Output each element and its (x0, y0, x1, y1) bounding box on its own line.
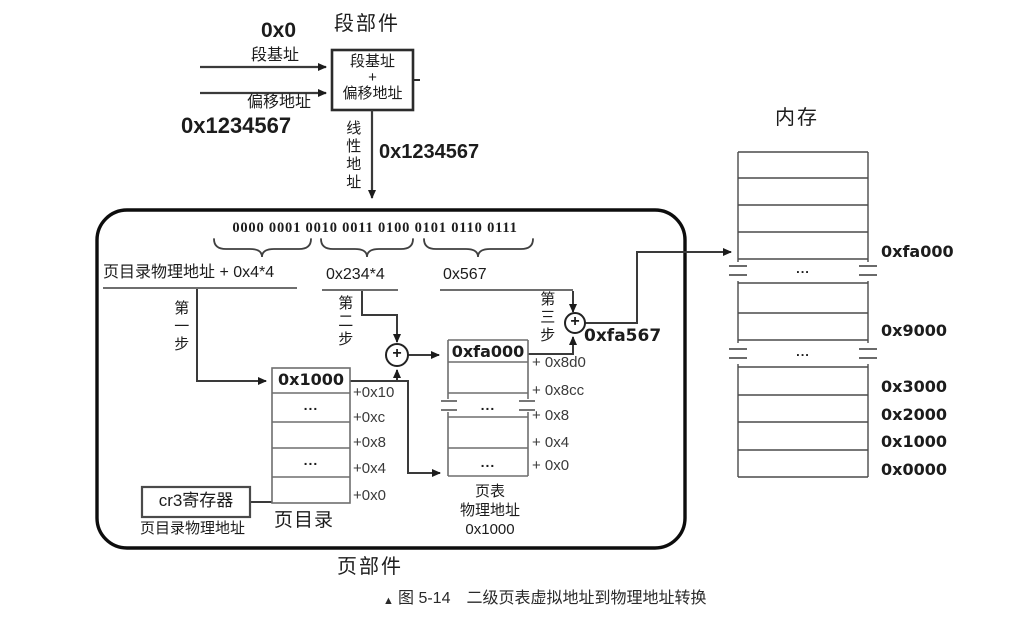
memory-ellipsis-1: ... (796, 261, 810, 276)
offset-value: 0x1234567 (181, 113, 292, 138)
page-table-offset-2: + 0x8 (532, 407, 570, 424)
page-directory-offset-2: +0x8 (353, 434, 386, 451)
page-directory-title: 页目录 (274, 510, 335, 531)
pde-to-page-table-base-line (350, 380, 441, 477)
segment-box-plus: + (368, 69, 377, 86)
segment-base-label: 段基址 (251, 47, 300, 64)
pte-to-adder3-line (528, 336, 577, 355)
segment-unit-box (330, 48, 420, 112)
page-table-caption-line1: 页表 (474, 483, 505, 500)
memory-address-0x1000: 0x1000 (881, 432, 947, 451)
memory-break-ticks (729, 265, 877, 359)
page-table-cell-0: 0xfa000 (451, 342, 525, 361)
cr3-directory-address-label: 页目录物理地址 (140, 520, 246, 537)
memory-grid (729, 151, 877, 478)
cr3-register-box (140, 485, 252, 519)
page-directory-grid (271, 367, 351, 504)
memory-address-0x2000: 0x2000 (881, 405, 947, 424)
adder2-plus-icon: + (392, 345, 402, 362)
segment-box-line3: 偏移地址 (342, 85, 403, 102)
memory-address-0x0000: 0x0000 (881, 460, 947, 479)
page-table-caption-line2: 物理地址 (459, 502, 520, 519)
group-label-table-entry: 0x234*4 (326, 266, 385, 283)
memory-address-0xfa000: 0xfa000 (881, 242, 954, 261)
adder3-plus-icon: + (570, 313, 580, 330)
segment-base-value: 0x0 (261, 19, 297, 42)
step2-label: 第二步 (336, 295, 354, 349)
group-label-directory-entry: 页目录物理地址 + 0x4*4 (103, 264, 275, 281)
page-unit-label: 页部件 (337, 556, 403, 578)
step1-line (196, 289, 267, 385)
page-table-caption-line3: 0x1000 (465, 521, 515, 538)
adder3-icon (564, 312, 586, 334)
step1-label: 第一步 (172, 300, 190, 354)
page-directory-offset-0: +0x10 (353, 384, 395, 401)
page-table-offset-3: + 0x4 (532, 434, 570, 451)
figure-caption: 图 5-14 二级页表虚拟地址到物理地址转换 (398, 590, 707, 607)
page-table-offset-0: + 0x8d0 (532, 354, 586, 371)
adder-circles (385, 312, 586, 367)
physical-address-result: 0xfa567 (584, 326, 662, 346)
step2-line (361, 291, 401, 343)
page-unit-box (95, 208, 687, 550)
page-directory-cell-1: ... (303, 397, 319, 413)
page-directory-cell-0: 0x1000 (278, 370, 344, 389)
translation-flow-lines (196, 248, 732, 503)
linear-address-value: 0x1234567 (379, 141, 480, 163)
segment-box-line1: 段基址 (349, 53, 395, 70)
linear-address-binary: 0000 0001 0010 0011 0100 0101 0110 0111 (232, 220, 518, 236)
page-directory-offset-4: +0x0 (353, 487, 386, 504)
page-table-offset-1: + 0x8cc (532, 382, 585, 399)
cr3-register-label: cr3寄存器 (158, 491, 234, 510)
adder2-icon (385, 343, 409, 367)
group-label-page-offset: 0x567 (443, 266, 487, 283)
page-directory-offset-3: +0x4 (353, 460, 386, 477)
segment-unit-title: 段部件 (334, 13, 400, 35)
page-table-cell-4: ... (480, 454, 496, 470)
binary-group-braces (213, 238, 534, 258)
memory-address-0x3000: 0x3000 (881, 377, 947, 396)
linear-address-label: 线性地址 (344, 120, 362, 192)
page-table-break-ticks (441, 400, 535, 411)
memory-ellipsis-2: ... (796, 344, 810, 359)
page-table-cell-2: ... (480, 397, 496, 413)
memory-address-0x9000: 0x9000 (881, 321, 947, 340)
figure-caption-marker-icon: ▲ (383, 595, 394, 607)
physical-address-to-memory-line (585, 248, 732, 324)
page-directory-offset-1: +0xc (353, 409, 386, 426)
memory-title: 内存 (775, 107, 819, 129)
page-directory-cell-3: ... (303, 452, 319, 468)
segment-unit-arrows (200, 63, 376, 199)
step3-label: 第三步 (538, 291, 556, 345)
page-table-offset-4: + 0x0 (532, 457, 570, 474)
offset-label: 偏移地址 (247, 94, 312, 111)
page-table-grid (441, 339, 535, 477)
group-underlines (103, 287, 573, 291)
